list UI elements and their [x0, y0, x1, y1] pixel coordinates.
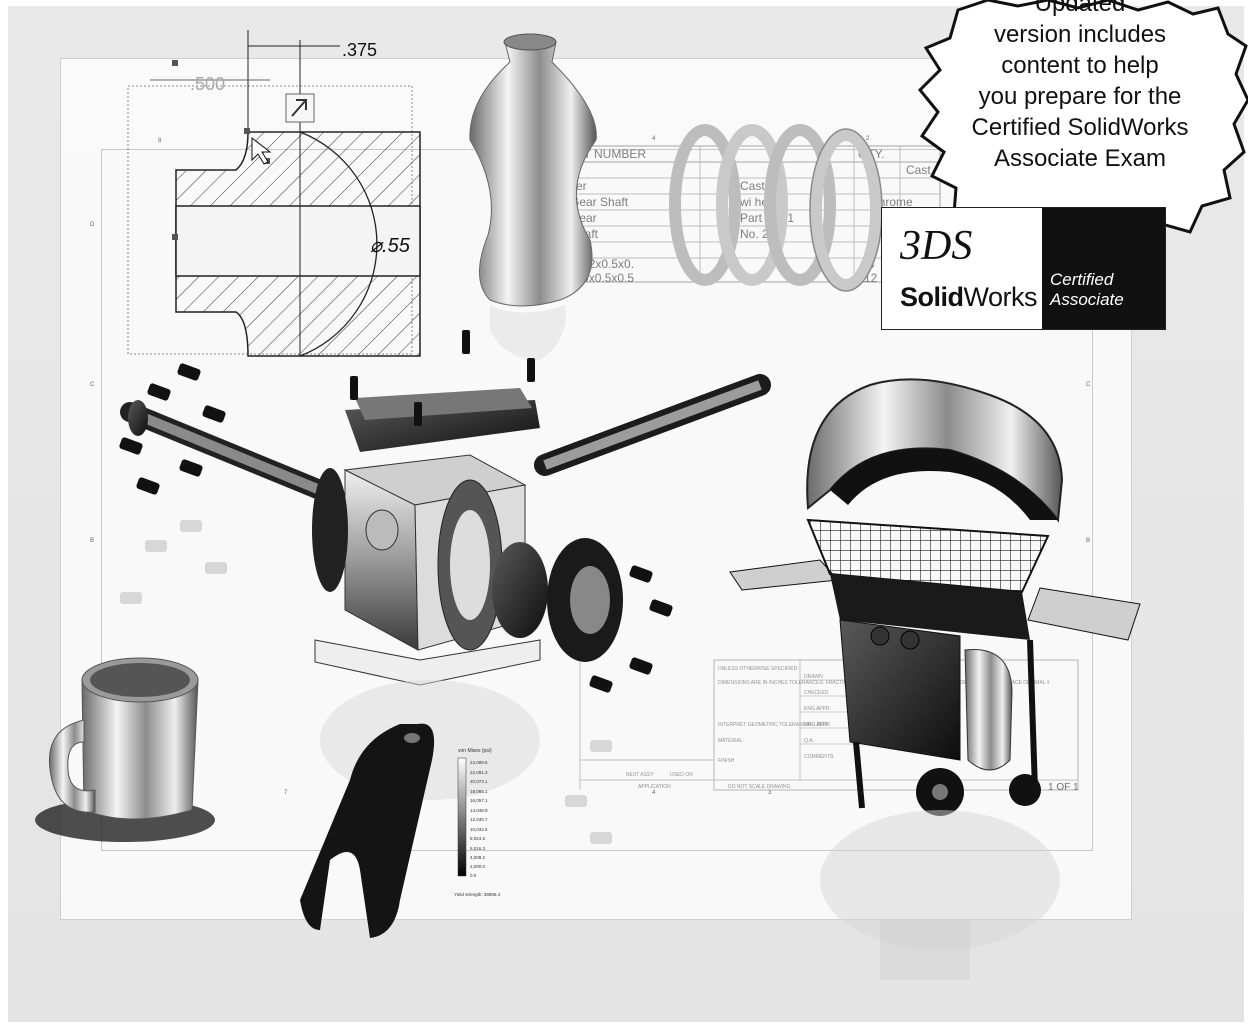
badge-starburst: [918, 0, 1248, 250]
fea-legend-value: 8,024.5: [470, 836, 486, 841]
zone-label: 7: [284, 790, 288, 796]
dimension-375: .375: [342, 40, 377, 60]
title-block-label: MFG APPR.: [804, 722, 831, 728]
zone-label: B: [90, 538, 94, 544]
zone-label: C: [90, 382, 95, 388]
cert-label-line2: Associate: [1050, 290, 1124, 309]
title-block-next-assy: NEXT ASSY: [626, 772, 654, 778]
gearbox-assembly: [119, 330, 771, 844]
bom-cell: Cast: [906, 163, 931, 177]
zone-label: 3: [768, 790, 772, 796]
zone-label: 4: [652, 790, 656, 796]
title-block-label: ENG APPR.: [804, 706, 831, 712]
zone-label: 2: [866, 136, 870, 142]
fea-legend-value: 2,000.0: [470, 864, 486, 869]
fea-legend-value: 0.0: [470, 873, 477, 878]
fea-legend: von Mises (psi) 24,089.6 22,081.3 20,073…: [454, 748, 501, 897]
title-block-label: CHECKED: [804, 690, 829, 696]
title-block-finish: FINISH: [718, 758, 735, 764]
zone-label: D: [90, 222, 95, 228]
spring-model: [669, 124, 883, 292]
zone-label: 4: [652, 136, 656, 142]
diameter-dimension: ⌀.55: [370, 235, 411, 257]
vase-model: [469, 33, 597, 360]
badge-text: Updated version includes content to help…: [940, 0, 1220, 174]
drawing-border: [101, 149, 1093, 851]
fea-legend-title: von Mises (psi): [458, 748, 492, 754]
certified-associate-logo: 3DS SolidWorks Certified Associate: [881, 207, 1166, 330]
fea-legend-value: 14,048.9: [470, 808, 488, 813]
fea-legend-value: 20,073.1: [470, 779, 488, 784]
solidworks-logo: 3DS SolidWorks: [882, 208, 1042, 329]
badge-line: you prepare for the: [978, 83, 1182, 110]
fea-legend-value: 16,057.1: [470, 798, 488, 803]
ds-logo-icon: 3DS: [900, 223, 973, 269]
fea-legend-value: 22,081.3: [470, 770, 488, 775]
title-block-note: UNLESS OTHERWISE SPECIFIED:: [718, 666, 799, 672]
title-block-application: APPLICATION: [638, 784, 671, 790]
badge-line: version includes: [993, 21, 1167, 48]
brand-name: SolidWorks: [900, 282, 1038, 312]
badge-line: Associate Exam: [993, 145, 1167, 172]
fea-legend-value: 12,040.7: [470, 817, 488, 822]
title-block-label: DRAWN: [804, 674, 823, 680]
title-block-no-scale: DO NOT SCALE DRAWING: [728, 784, 791, 790]
badge-line: Certified SolidWorks: [971, 114, 1189, 141]
sketch-section-view: .375 .500 ⌀.55: [127, 30, 421, 357]
badge-line: content to help: [1001, 52, 1159, 79]
wrench-model: [300, 723, 435, 938]
zone-label: 8: [158, 138, 162, 144]
grill-model: [729, 378, 1141, 980]
fea-legend-value: 24,089.6: [470, 760, 488, 765]
mug-model: [35, 657, 215, 842]
bom-cell: Cast: [740, 179, 765, 193]
title-block-used-on: USED ON: [670, 772, 693, 778]
zone-label: C: [1086, 382, 1091, 388]
title-block-label: COMMENTS:: [804, 754, 835, 760]
cert-label-line1: Certified: [1050, 270, 1114, 289]
zone-label: B: [1086, 538, 1090, 544]
badge-line: Updated: [1034, 0, 1126, 17]
title-block-material: MATERIAL: [718, 738, 743, 744]
fea-legend-value: 6,016.3: [470, 846, 486, 851]
certified-associate-label: Certified Associate: [1042, 208, 1165, 329]
title-block-label: Q.A.: [804, 738, 814, 744]
fea-yield-strength: Yield strength: 39885.4: [454, 892, 501, 897]
dimension-500: .500: [190, 74, 225, 94]
cursor-icon: [251, 136, 272, 165]
bom-cell: Gear Shaft: [570, 195, 629, 209]
fea-legend-value: 4,008.2: [470, 855, 486, 860]
title-block-sheet: 1 OF 1: [1048, 782, 1079, 793]
title-block-interpret: INTERPRET GEOMETRIC TOLERANCING PER:: [718, 722, 828, 728]
fea-legend-value: 18,065.1: [470, 789, 488, 794]
fea-legend-value: 10,032.6: [470, 827, 488, 832]
